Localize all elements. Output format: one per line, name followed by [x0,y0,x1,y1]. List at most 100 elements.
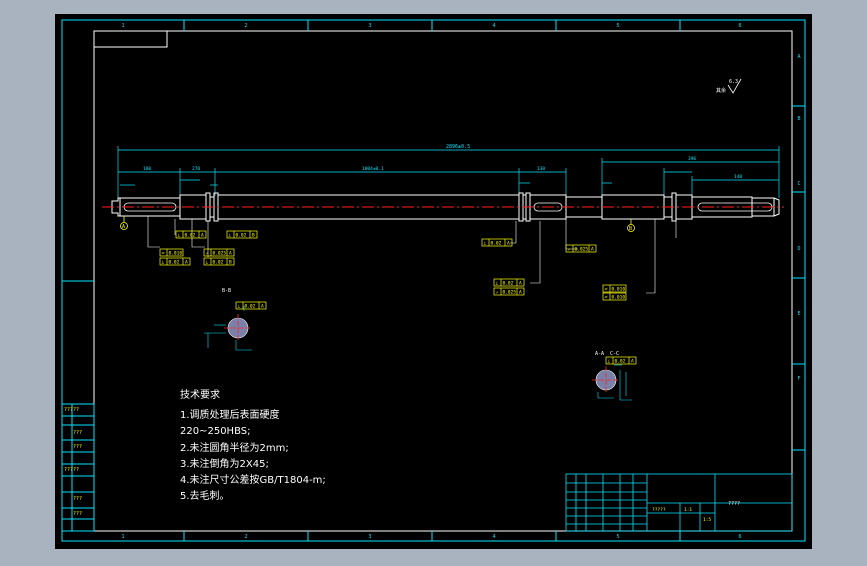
zone-top-4: 4 [492,23,495,29]
segment-5-label: 396 [688,156,696,162]
tolerance-frame: ⊥ 0.02 B [226,230,258,239]
zone-bottom-2: 2 [244,534,247,540]
tech-line: 1.调质处理后表面硬度 [180,410,280,422]
left-strip-label: ??? [73,511,82,517]
zone-bottom-6: 6 [738,534,741,540]
tolerance-symbol: ⊥ [178,234,181,239]
tolerance-symbol: ⊥ [496,282,499,287]
left-strip-label: ????? [64,407,79,413]
segment-4-label: 130 [537,166,545,172]
tolerance-value: 0.025 [575,247,589,253]
keyways [123,202,773,212]
zone-ticks [62,20,805,541]
tech-line: 3.未注倒角为2X45; [180,458,269,470]
overall-length-label: 2896±0.5 [446,144,470,150]
tech-line: 4.未注尺寸公差按GB/T1804-m; [180,475,326,487]
left-strip [61,403,95,532]
section-bb: B-B [204,288,252,351]
drawing-sheet [55,14,812,549]
zone-top-6: 6 [738,23,741,29]
datum-b-label: B [629,226,632,232]
zone-top-5: 5 [616,23,619,29]
tolerance-frame: ⌭0.010 [602,292,627,301]
zone-bottom-5: 5 [616,534,619,540]
tolerance-value: 0.02 [185,233,196,239]
tolerance-value: 0.010 [169,251,183,257]
tolerance-datum: A [519,290,522,296]
tolerance-symbol: ⊥ [229,234,232,239]
section-aa-label: A-A [595,351,604,357]
section-cc-label: C-C [610,351,619,357]
title-block [565,473,793,532]
tolerance-symbol: ⌭ [162,252,166,257]
tolerance-value: 0.02 [236,233,247,239]
tolerance-datum: A [185,260,188,266]
tolerance-frame: ⌭0.010 [159,248,184,257]
left-strip-label: ??? [73,444,82,450]
tech-title: 技术要求 [180,390,220,401]
section-aa-cc: A-A C-C [592,351,632,401]
tolerance-datum: A [591,247,594,253]
tolerance-datum: B [252,233,255,239]
tolerance-symbol: ⌭ [605,296,609,301]
sheet-count: 1:5 [703,517,711,523]
tolerance-symbol: ⌭ [605,288,609,293]
tolerance-datum: A [519,281,522,287]
zone-side-d: D [797,246,800,252]
zone-side-e: E [797,311,800,317]
drawing-name: ???? [728,501,740,507]
tolerance-value: 0.025 [213,251,227,257]
tolerance-leaders [147,216,677,294]
zone-side-f: F [797,376,800,382]
left-strip-label: ????? [64,467,79,473]
tolerance-datum: A [229,251,232,257]
tech-line: 2.未注圆角半径为2mm; [180,442,289,454]
tolerance-symbol: ⊥ [608,360,611,365]
roughness-icon [727,78,742,94]
tolerance-symbol: ↗ [496,291,499,296]
zone-top-1: 1 [121,23,124,29]
datum-a-label: A [122,224,125,230]
tolerance-frame: ⊥ 0.02 A [159,257,191,266]
tolerance-value: 0.025 [503,290,517,296]
tolerance-symbol: ↗ [568,248,571,253]
zone-top-3: 3 [368,23,371,29]
tolerance-symbol: ⊥ [484,242,487,247]
tolerance-datum: A [201,233,204,239]
code-box [94,31,168,48]
tolerance-frame: ⌭0.010 [602,284,627,293]
tolerance-value: 0.02 [615,359,626,365]
tech-line: 5.去毛刺。 [180,491,230,503]
tolerance-value: 0.02 [169,260,180,266]
zone-bottom-3: 3 [368,534,371,540]
tolerance-datum: A [507,241,510,247]
segment-6-label: 148 [734,174,742,180]
tolerance-datum: B [229,260,232,266]
zone-side-c: C [797,181,800,187]
surface-roughness-mark: 其余 6.3 [716,78,742,94]
tolerance-frame: ⊥ 0.02 A [175,230,207,239]
tolerance-symbol: ⊥ [162,261,165,266]
material: ????? [652,507,666,513]
tolerance-value: 0.010 [612,295,626,301]
tolerance-value: 0.02 [245,304,256,310]
tolerance-symbol: ⊥ [238,305,241,310]
zone-bottom-4: 4 [492,534,495,540]
segment-3-label: 1004±0.1 [362,166,384,172]
zone-side-a: A [797,54,800,60]
tolerance-value: 0.010 [612,287,626,293]
section-bb-label: B-B [222,288,231,294]
tolerance-datum: A [631,359,634,365]
left-strip-label: ??? [73,496,82,502]
left-strip-label: ??? [73,430,82,436]
segment-dimensions [118,158,779,196]
datum-markers [120,216,635,232]
